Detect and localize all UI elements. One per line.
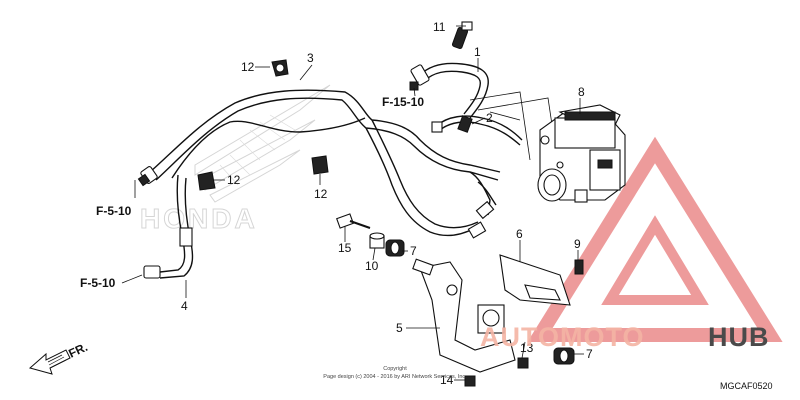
front-arrow-label: FR. — [66, 340, 89, 361]
collar-10 — [369, 232, 385, 249]
label-part-12-low: 12 — [314, 187, 328, 201]
label-part-9: 9 — [574, 237, 581, 251]
grommet-7-upper — [385, 239, 405, 257]
hose-fitting-right — [467, 200, 495, 239]
honda-logo-text: HONDA — [140, 203, 258, 234]
ref-f5-10-lower: F-5-10 — [80, 276, 116, 290]
watermark-triangle — [527, 136, 783, 342]
copyright-line-2: Page design (c) 2004 - 2016 by ARI Netwo… — [323, 374, 467, 380]
copyright-line-1: Copyright — [383, 366, 407, 372]
abs-modulator — [537, 104, 626, 203]
label-part-1: 1 — [474, 45, 481, 59]
label-part-3: 3 — [307, 51, 314, 65]
brake-pipe-2 — [431, 115, 523, 146]
leader-lines — [121, 25, 584, 381]
hose-fitting-left — [137, 166, 158, 187]
label-part-5: 5 — [396, 321, 403, 335]
diagram-code: MGCAF0520 — [720, 381, 773, 391]
label-part-14: 14 — [440, 373, 454, 387]
brake-hose-4 — [143, 174, 194, 279]
clamp-12-mid — [197, 171, 216, 191]
label-part-15: 15 — [338, 241, 352, 255]
label-part-2: 2 — [486, 111, 493, 125]
watermark-brand-part1: AUTOMOTO — [480, 322, 645, 352]
ref-f5-10-upper: F-5-10 — [96, 204, 132, 218]
brake-pipe-1 — [409, 62, 489, 119]
watermark-brand-part2: HUB — [708, 322, 770, 352]
label-part-4: 4 — [181, 299, 188, 313]
ref-f15-10: F-15-10 — [382, 95, 424, 109]
label-part-6: 6 — [516, 227, 523, 241]
screw-9 — [574, 259, 584, 275]
label-part-7-lower: 7 — [586, 347, 593, 361]
label-part-13: 13 — [520, 341, 534, 355]
clamp-12-top — [271, 59, 289, 77]
label-part-12-mid: 12 — [227, 173, 241, 187]
front-arrow: FR. — [28, 340, 90, 375]
plate-6 — [499, 254, 571, 306]
brake-hose-3 — [149, 89, 501, 237]
label-part-7-upper: 7 — [410, 244, 417, 258]
bracket-5 — [412, 258, 516, 373]
bolt-15 — [336, 213, 371, 229]
bolt-13 — [517, 357, 529, 369]
clamp-12-low — [311, 155, 329, 175]
bolt-14 — [464, 375, 476, 387]
watermark-text: AUTOMOTO HUB — [480, 322, 770, 352]
label-part-8: 8 — [578, 85, 585, 99]
label-part-11: 11 — [433, 20, 446, 34]
label-part-10: 10 — [365, 259, 379, 273]
honda-wing-logo: HONDA — [140, 84, 331, 235]
label-part-12-top: 12 — [241, 60, 255, 74]
grommet-7-lower — [553, 347, 575, 365]
